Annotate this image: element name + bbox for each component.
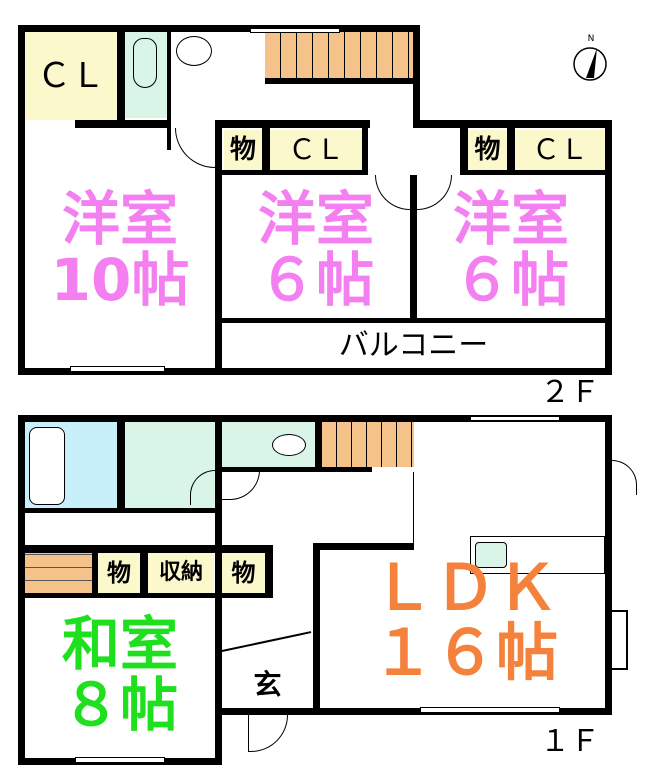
wall [605,415,612,715]
storage-1: 物 [98,553,140,593]
kitchen-counter [470,536,605,574]
wall [75,120,170,128]
door-icon [612,460,637,495]
wall [18,415,612,422]
wall [460,170,612,175]
closet-label: ＣＬ [37,56,105,96]
wall [140,553,148,593]
window-icon [420,707,560,713]
wall [410,175,417,320]
storage-c: 物 [468,130,507,170]
floor-2-label: ２Ｆ [540,375,600,410]
wall [18,25,25,375]
wall [18,593,273,598]
kitchen-sink-icon [475,542,507,568]
wall [222,170,368,175]
closet-c: ＣＬ [515,130,605,170]
toilet-icon [272,434,306,456]
wall [222,708,612,715]
wall [265,545,273,598]
wall [222,318,612,323]
sink-icon [176,36,212,66]
toilet-2f [125,32,168,118]
toilet-icon [133,38,157,88]
entrance-door-icon [248,715,288,752]
wall [117,422,125,512]
wall [117,32,125,128]
north-label: N [587,33,595,44]
wall [222,467,372,472]
window-icon [250,28,340,33]
wall [413,472,421,550]
stairs-1f [322,422,414,467]
wall [315,422,322,469]
window-icon [470,416,560,421]
western-room-10: 洋室 10帖 [50,185,190,314]
step-line [221,631,312,652]
wall [413,120,612,128]
door-icon [175,128,215,168]
balcony: バルコニー [338,327,489,363]
compass-icon: N [572,34,608,82]
wall [313,543,320,713]
wall [262,128,270,172]
storage-2: 収納 [148,553,214,593]
wall [413,25,420,128]
bathtub-icon [29,427,65,505]
shelf [25,553,92,593]
wall [362,128,368,175]
wall [215,120,370,128]
floor-1-label: １Ｆ [540,724,600,759]
entrance: 玄 [253,668,282,701]
wall [18,545,273,553]
wall [18,508,218,513]
western-room-6a: 洋室 ６帖 [257,185,374,314]
wall [265,78,420,84]
wall [460,128,468,172]
storage-b: 物 [224,130,262,170]
ldk-16: ＬＤＫ １６帖 [371,550,558,689]
japanese-room-8: 和室 ８帖 [61,610,178,739]
bay-window [612,610,628,670]
wall [92,553,98,593]
stairs-2f [265,32,413,78]
bathroom [25,422,117,508]
window-icon [75,757,165,763]
wall [215,120,222,370]
wall [605,120,612,375]
closet-b: ＣＬ [270,130,362,170]
wall [167,32,171,150]
wall [18,368,612,375]
storage-3: 物 [222,553,265,593]
window-icon [70,366,165,372]
wall [313,543,420,550]
door-icon [222,470,260,500]
wall [18,25,420,32]
closet-main-2f: ＣＬ [25,32,117,120]
wall [507,128,515,172]
toilet-1f [222,422,315,467]
wall [18,415,25,765]
western-room-6b: 洋室 ６帖 [452,185,569,314]
